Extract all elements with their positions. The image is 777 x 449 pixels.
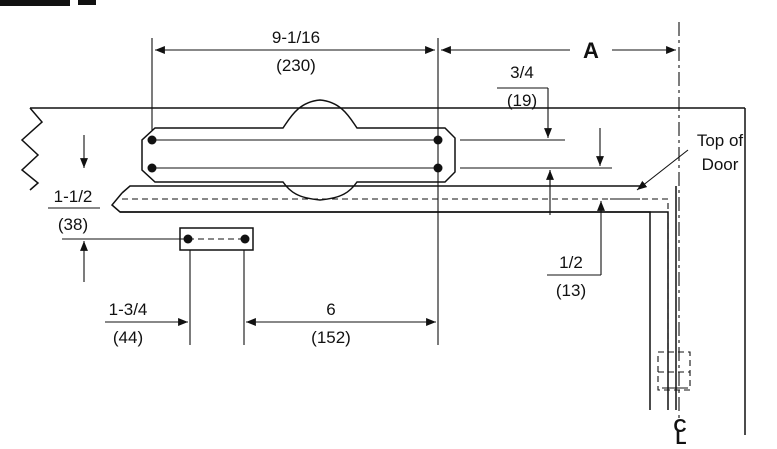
dim-a-label: A [583,38,599,63]
cropped-heading-fragment-2 [78,0,96,5]
dim-offset-top-inches: 3/4 [510,63,534,82]
dim-offset-top-mm: (19) [507,91,537,110]
dim-offset-bottom-inches: 1/2 [559,253,583,272]
frame-header [20,107,746,435]
dim-shoe-edge-mm: (44) [113,328,143,347]
dim-shoe-to-closer-inches: 6 [326,300,335,319]
centerline-c-label: C [674,416,687,436]
dim-closer-length-inches: 9-1/16 [272,28,320,47]
shoe-mount-hole [183,234,193,244]
centerline-l-label: L [676,428,687,448]
dim-offset-left-inches: 1-1/2 [54,187,93,206]
closer-mount-hole [147,135,157,145]
top-of-door-leader [636,149,689,191]
dim-offset-top [497,87,604,166]
door-top [110,192,669,410]
closer-mount-hole [147,163,157,173]
dim-offset-bottom [546,170,605,276]
dim-offset-left-mm: (38) [58,215,88,234]
shoe-mount-hole [240,234,250,244]
top-of-door-label-line1: Top of [697,131,744,150]
dim-offset-bottom-mm: (13) [556,281,586,300]
dim-shoe-to-closer-mm: (152) [311,328,351,347]
dim-closer-length-mm: (230) [276,56,316,75]
dim-shoe-edge-inches: 1-3/4 [109,300,148,319]
closer-body [141,99,456,201]
extension-lines [151,38,640,345]
top-of-door-label-line2: Door [702,155,739,174]
hinge-icon [657,351,691,391]
cropped-heading-fragment [0,0,70,6]
dim-offset-left [48,135,184,282]
